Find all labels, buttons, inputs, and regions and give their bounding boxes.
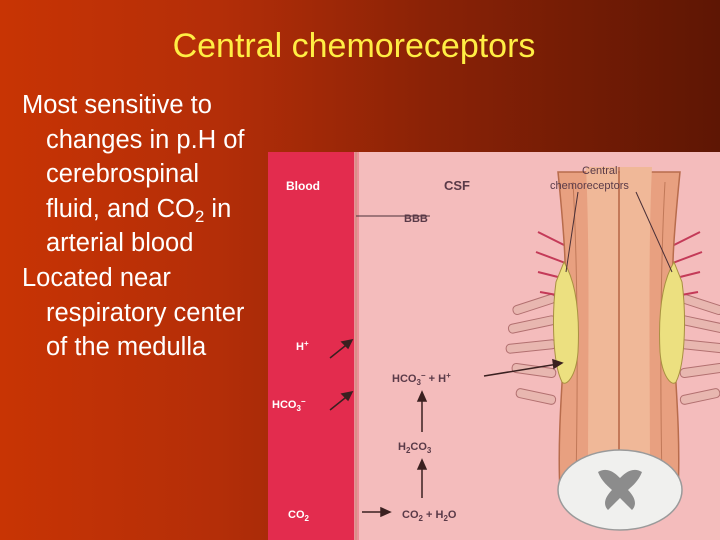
vessels [535,231,703,298]
bullet-text-end: in arterial blood [46,194,232,258]
nerve-rootlets-left [505,293,557,405]
blood-label: Blood [286,179,320,193]
reaction-bicarbonate: HCO3− + H+ [392,371,451,387]
bullet-text: Most sensitive to changes in p.H of cere… [22,91,245,223]
bbb-label: BBB [404,213,428,225]
bullet-text: Located near respiratory center of the m… [22,263,245,362]
chemoreceptor-area-right [659,260,685,384]
reaction-carbonic-acid: H2CO3 [398,441,432,455]
pyramid-left [586,167,618,492]
blood-region [268,152,354,540]
reaction-co2-water: CO2 + H2O [402,509,457,523]
hco3-blood-label: HCO3− [272,397,306,413]
chemoreceptor-figure: Blood CSF BBB Central chemoreceptors H+ … [268,152,720,540]
bullet-list: Most sensitive to changes in p.H of cere… [22,88,254,365]
diffusion-arrows [329,338,564,518]
grey-matter [598,469,642,510]
bullet-item: Most sensitive to changes in p.H of cere… [22,88,254,261]
chemoreceptor-area-left [553,260,579,384]
chemo-label-line2: chemoreceptors [550,180,629,192]
csf-label: CSF [444,178,470,193]
bullet-item: Located near respiratory center of the m… [22,261,254,365]
chemo-pointer-left [565,191,579,273]
pyramid-right [620,167,652,492]
bullet-subscript: 2 [194,206,205,226]
co2-blood-label: CO2 [288,509,310,523]
chemo-pointer-right [635,191,673,273]
chemo-label-line1: Central [582,165,617,177]
slide-title: Central chemoreceptors [172,27,536,65]
h-ion-label: H+ [296,339,309,353]
figure-svg: Blood CSF BBB Central chemoreceptors H+ … [268,152,720,540]
